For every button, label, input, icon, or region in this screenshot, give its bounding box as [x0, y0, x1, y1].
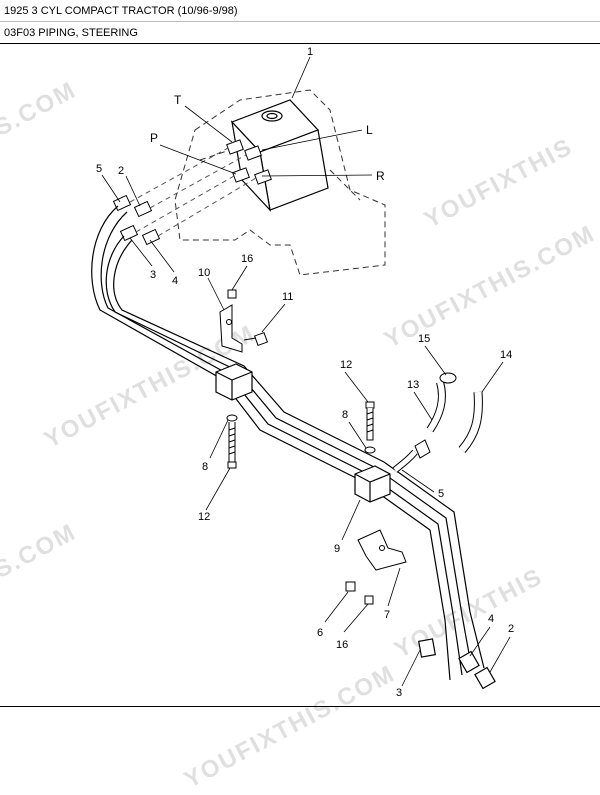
callout-3: 3 [396, 687, 402, 699]
leader-lines [101, 56, 511, 687]
callout-4: 4 [488, 613, 494, 625]
clamp-upper [215, 363, 253, 401]
callout-2: 2 [118, 165, 124, 177]
bracket-7 [357, 529, 407, 571]
bolt-6 [345, 581, 356, 592]
callout-16: 16 [336, 639, 348, 651]
valve-ports [226, 139, 272, 185]
callout-16: 16 [241, 253, 253, 265]
bolt-12-lower-left [226, 414, 238, 469]
callout-10: 10 [198, 267, 210, 279]
callout-15: 15 [418, 333, 430, 345]
callout-11: 11 [282, 291, 293, 303]
header-divider [0, 21, 600, 22]
nut-16-upper [227, 289, 237, 299]
callout-5: 5 [96, 163, 102, 175]
elbow-fitting [414, 439, 431, 459]
frame-outline [174, 89, 386, 276]
hose-fittings-lower [418, 638, 496, 690]
bolt-11 [243, 331, 269, 347]
callout-R: R [376, 169, 385, 183]
callout-6: 6 [317, 627, 323, 639]
callout-T: T [174, 93, 182, 107]
page-header: 1925 3 CYL COMPACT TRACTOR (10/96-9/98) … [0, 0, 600, 44]
callout-1: 1 [307, 46, 313, 58]
callout-4: 4 [172, 275, 178, 287]
callout-8: 8 [342, 409, 348, 421]
bolt-12-upper-right [364, 401, 376, 454]
hose-bundle [91, 205, 485, 681]
callout-13: 13 [407, 379, 419, 391]
callout-9: 9 [334, 543, 340, 555]
model-title: 1925 3 CYL COMPACT TRACTOR (10/96-9/98) [4, 5, 238, 17]
callout-14: 14 [500, 349, 512, 361]
callout-labels: 1 T L P R 5 2 3 4 10 16 11 15 14 12 13 8… [96, 46, 514, 699]
callout-12: 12 [198, 511, 210, 523]
callout-8: 8 [202, 461, 208, 473]
callout-P: P [150, 131, 158, 145]
steering-valve-block [230, 99, 329, 212]
hose-fittings-upper [112, 194, 161, 246]
callout-5: 5 [438, 488, 444, 500]
callout-3: 3 [150, 269, 156, 281]
steering-piping-diagram: 1 T L P R 5 2 3 4 10 16 11 15 14 12 13 8… [91, 46, 514, 699]
hose-clamp-15 [439, 372, 457, 384]
callout-2: 2 [508, 623, 514, 635]
clamp-lower [354, 465, 391, 503]
callout-7: 7 [384, 609, 390, 621]
section-title: 03F03 PIPING, STEERING [4, 27, 138, 39]
callout-12: 12 [340, 359, 352, 371]
bracket-10 [219, 304, 243, 353]
nut-16-lower [364, 595, 374, 605]
callout-L: L [366, 123, 373, 137]
footer-divider [0, 706, 600, 707]
